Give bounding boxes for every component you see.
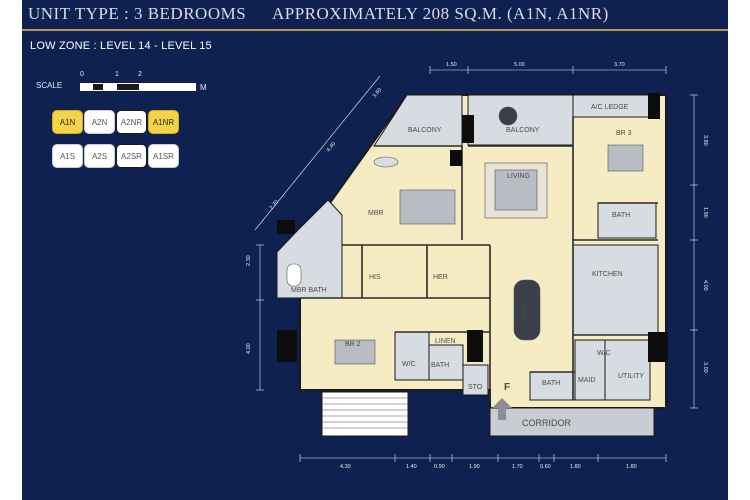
scale-segment (116, 83, 140, 91)
key-unit-a2sr: A2SR (116, 144, 147, 168)
dim-bottom-1: 4.30 (340, 464, 351, 470)
balcony-right-area (467, 94, 574, 146)
room-label-living: LIVING (507, 173, 530, 180)
dim-bottom-2: 1.40 (406, 464, 417, 470)
floor-plan: BALCONY BALCONY A/C LEDGE BR 3 LIVING MB… (246, 62, 708, 470)
room-label-mbr: MBR (368, 210, 384, 217)
scale-segment (140, 83, 196, 91)
sto-area (462, 364, 489, 396)
stair-block (321, 391, 409, 437)
room-label-dining: DINING (519, 300, 526, 325)
scale-tick-2: 2 (138, 71, 142, 78)
room-label-her: HER (433, 274, 448, 281)
dim-bottom-6: 0.60 (540, 464, 551, 470)
key-unit-a1sr: A1SR (148, 144, 179, 168)
room-label-utility: UTILITY (618, 373, 644, 380)
br2-bath-area (428, 344, 464, 381)
dim-left-1: 2.30 (246, 255, 252, 266)
key-unit-a1n: A1N (52, 110, 83, 134)
maid-bath-area (529, 371, 576, 401)
dim-left-2: 4.00 (246, 343, 252, 354)
maid-area (574, 339, 606, 401)
room-label-corridor: CORRIDOR (522, 418, 571, 428)
furniture (286, 106, 644, 365)
room-label-br3: BR 3 (616, 130, 632, 137)
dim-right-4: 3.00 (702, 362, 708, 373)
balcony-left-area (373, 94, 463, 147)
key-unit-a2s: A2S (84, 144, 115, 168)
dim-right-2: 1.90 (702, 207, 708, 218)
dim-top-1: 1.50 (446, 62, 457, 68)
scale-segment (92, 83, 104, 91)
scale-segment (104, 83, 116, 91)
room-label-balcony-right: BALCONY (506, 127, 540, 134)
room-label-wc-kitchen: W/C (597, 350, 611, 357)
dim-diag-2: 4.40 (326, 141, 337, 153)
room-label-bath-maid: BATH (542, 380, 560, 387)
dim-diag-1: 3.60 (372, 87, 383, 99)
dim-top-2: 5.00 (514, 62, 525, 68)
room-label-foyer: F (504, 382, 510, 393)
scale-bar: SCALE 0 1 2 M (36, 71, 216, 99)
room-label-mbr-bath: MBR BATH (291, 287, 327, 294)
room-label-bath-br3: BATH (612, 212, 630, 219)
dim-bottom-8: 1.80 (626, 464, 637, 470)
dim-bottom-7: 1.80 (570, 464, 581, 470)
room-label-sto: STO (468, 384, 483, 391)
scale-segment (80, 83, 92, 91)
dim-top-3: 3.70 (614, 62, 625, 68)
room-label-linen: LINEN (435, 338, 456, 345)
room-label-balcony-left: BALCONY (408, 127, 442, 134)
unit-type-title: UNIT TYPE : 3 BEDROOMS (28, 4, 247, 23)
br2-wc-area (394, 331, 430, 381)
key-plan: A1N A2N A2NR A1NR A1S A2S A2SR A1SR (52, 110, 182, 174)
room-label-br2: BR 2 (345, 341, 361, 348)
room-label-bath-br2: BATH (431, 362, 449, 369)
dimension-lines (254, 66, 698, 462)
scale-tick-1: 1 (115, 71, 119, 78)
page-title: UNIT TYPE : 3 BEDROOMS APPROXIMATELY 208… (28, 4, 728, 24)
scale-tick-0: 0 (80, 71, 84, 78)
dim-right-1: 3.80 (702, 135, 708, 146)
title-divider (22, 29, 728, 31)
room-label-kitchen: KITCHEN (592, 271, 623, 278)
dim-right-3: 4.00 (702, 280, 708, 291)
entry-arrow (492, 398, 512, 420)
mbr-bath-area (276, 199, 343, 299)
zone-label: LOW ZONE : LEVEL 14 - LEVEL 15 (30, 40, 212, 52)
key-unit-a2n: A2N (84, 110, 115, 134)
key-unit-a1nr: A1NR (148, 110, 179, 134)
key-unit-a2nr: A2NR (116, 110, 147, 134)
columns (277, 93, 668, 362)
dim-bottom-4: 1.90 (469, 464, 480, 470)
dim-bottom-5: 1.70 (512, 464, 523, 470)
room-label-maid: MAID (578, 377, 596, 384)
room-label-his: HIS (369, 274, 381, 281)
dimension-values: 1.50 5.00 3.70 3.80 1.90 4.00 3.00 4.30 … (246, 62, 708, 470)
scale-label: SCALE (36, 81, 63, 90)
room-label-ac-ledge: A/C LEDGE (591, 104, 629, 111)
key-unit-a1s: A1S (52, 144, 83, 168)
utility-area (604, 339, 651, 401)
dim-diag-3: 2.20 (269, 199, 280, 211)
room-label-wc-br2: W/C (402, 361, 416, 368)
br3-bath-area (597, 202, 657, 239)
unit-area-title: APPROXIMATELY 208 SQ.M. (A1N, A1NR) (272, 4, 609, 23)
kitchen-area (572, 244, 659, 336)
corridor-area (489, 407, 655, 437)
floor-plan-sheet: UNIT TYPE : 3 BEDROOMS APPROXIMATELY 208… (22, 0, 728, 500)
dim-bottom-3: 0.90 (434, 464, 445, 470)
scale-unit: M (200, 83, 207, 92)
